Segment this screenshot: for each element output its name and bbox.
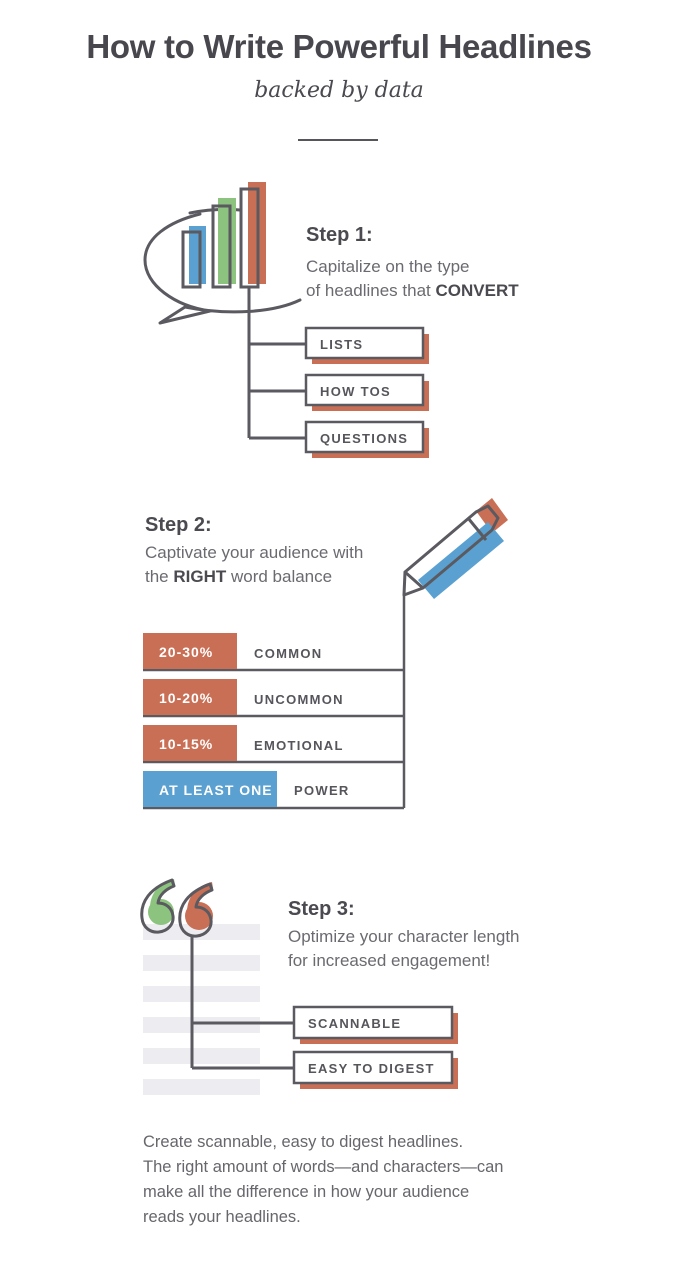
footer-line: The right amount of words—and characters…	[143, 1158, 504, 1176]
word-type-label: POWER	[294, 783, 350, 798]
chart-bar-blue	[189, 226, 206, 284]
step1-desc-text: of headlines that	[306, 281, 436, 300]
tag-label: EASY TO DIGEST	[308, 1061, 435, 1076]
percent-pill	[143, 771, 277, 807]
word-balance-row-emotional: 10-15% EMOTIONAL	[143, 725, 344, 761]
footer-line: reads your headlines.	[143, 1208, 301, 1226]
step1-tag-howtos: HOW TOS	[304, 373, 429, 411]
header-divider	[298, 139, 378, 141]
word-type-label: EMOTIONAL	[254, 738, 344, 753]
tag-label: LISTS	[320, 337, 363, 352]
step1-desc-line1: Capitalize on the type	[306, 257, 470, 276]
percent-pill-label: 10-20%	[159, 690, 213, 706]
step2-description: Captivate your audience with the RIGHT w…	[145, 541, 405, 589]
footer-text: Create scannable, easy to digest headlin…	[143, 1130, 563, 1230]
tag-label: QUESTIONS	[320, 431, 408, 446]
percent-pill	[143, 725, 237, 761]
page-title: How to Write Powerful Headlines	[86, 28, 592, 65]
speech-bubble-chart-icon	[143, 182, 302, 325]
step1-title: Step 1:	[306, 224, 373, 246]
step3-desc-line1: Optimize your character length	[288, 927, 520, 946]
step2-desc-emphasis: RIGHT	[173, 567, 227, 586]
percent-pill-label: AT LEAST ONE	[159, 782, 273, 798]
step1-connector-lines	[247, 287, 306, 440]
quote-marks-icon	[140, 878, 214, 938]
step1-desc-line2: of headlines that CONVERT	[306, 279, 626, 303]
step3-connector-lines	[190, 935, 294, 1070]
chart-bar-green	[218, 198, 236, 284]
step1-desc-emphasis: CONVERT	[435, 281, 519, 300]
step2-desc-line2: the RIGHT word balance	[145, 565, 405, 589]
tag-label: SCANNABLE	[308, 1016, 401, 1031]
tag-label: HOW TOS	[320, 384, 391, 399]
word-type-label: COMMON	[254, 646, 322, 661]
step3-title: Step 3:	[288, 898, 355, 920]
step2-title: Step 2:	[145, 514, 212, 536]
pencil-icon	[402, 498, 508, 599]
percent-pill-label: 20-30%	[159, 644, 213, 660]
percent-pill	[143, 633, 237, 669]
percent-pill	[143, 679, 237, 715]
step2-desc-text: the	[145, 567, 174, 586]
step2-desc-text: word balance	[226, 567, 333, 586]
page-subtitle: backed by data	[254, 78, 424, 103]
percent-pill-label: 10-15%	[159, 736, 213, 752]
step3-description: Optimize your character length for incre…	[288, 925, 608, 973]
footer-line: make all the difference in how your audi…	[143, 1183, 470, 1201]
footer-line: Create scannable, easy to digest headlin…	[143, 1133, 464, 1151]
step3-desc-line2: for increased engagement!	[288, 951, 491, 970]
text-placeholder-lines	[143, 924, 260, 1095]
step3-tag-scannable: SCANNABLE	[292, 1005, 458, 1044]
step2-desc-line1: Captivate your audience with	[145, 543, 364, 562]
word-balance-row-power: AT LEAST ONE POWER	[143, 771, 350, 807]
step1-tag-lists: LISTS	[304, 326, 429, 364]
word-balance-row-uncommon: 10-20% UNCOMMON	[143, 679, 344, 715]
step2-connector-lines	[143, 595, 406, 810]
step1-description: Capitalize on the type of headlines that…	[306, 255, 626, 303]
step3-tag-easy-to-digest: EASY TO DIGEST	[292, 1050, 458, 1089]
step1-tag-questions: QUESTIONS	[304, 420, 429, 458]
word-type-label: UNCOMMON	[254, 692, 344, 707]
word-balance-row-common: 20-30% COMMON	[143, 633, 322, 669]
